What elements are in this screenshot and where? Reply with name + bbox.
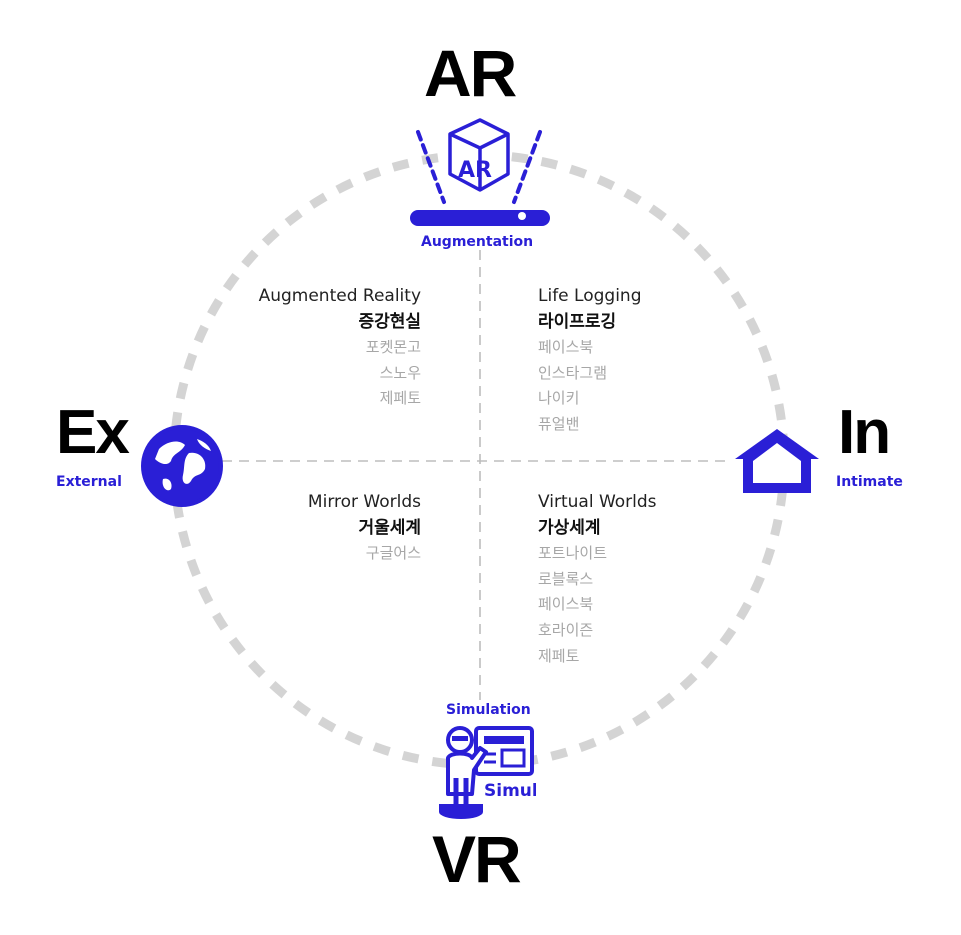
simulation-figure-icon: Simul. <box>439 726 536 819</box>
example-item: 스노우 <box>379 363 421 382</box>
example-item: 호라이즌 <box>538 620 594 639</box>
caption-intimate: Intimate <box>836 474 903 490</box>
quadrant-title-en: Mirror Worlds <box>307 492 421 512</box>
quadrant-life-logging: Life Logging 라이프로깅 페이스북 인스타그램 나이키 퓨얼밴 <box>538 284 642 438</box>
example-item: 나이키 <box>538 389 580 408</box>
ar-cube-icon: AR <box>410 118 550 226</box>
globe-icon <box>141 425 223 507</box>
axis-label-ar: AR <box>424 36 517 110</box>
simul-text: Simul. <box>484 781 536 801</box>
example-item: 로블록스 <box>538 569 594 588</box>
example-item: 제페토 <box>379 389 421 408</box>
example-item: 페이스북 <box>538 338 594 357</box>
example-item: 페이스북 <box>538 595 594 614</box>
axis-label-vr: VR <box>432 822 522 896</box>
ar-cube-text: AR <box>458 158 492 183</box>
caption-simulation: Simulation <box>446 702 531 718</box>
quadrant-augmented-reality: Augmented Reality 증강현실 포켓몬고 스노우 제페토 <box>259 284 421 412</box>
quadrant-title-ko: 거울세계 <box>358 517 421 538</box>
caption-augmentation: Augmentation <box>421 234 534 250</box>
quadrant-title-en: Virtual Worlds <box>538 492 657 512</box>
house-icon <box>735 429 819 493</box>
quadrant-title-ko: 라이프로깅 <box>538 311 617 332</box>
quadrant-title-ko: 가상세계 <box>538 517 601 538</box>
example-item: 포켓몬고 <box>365 338 421 357</box>
quadrant-title-en: Augmented Reality <box>258 286 421 306</box>
example-item: 구글어스 <box>365 544 421 563</box>
quadrant-virtual-worlds: Virtual Worlds 가상세계 포트나이트 로블록스 페이스북 호라이즌… <box>538 490 657 669</box>
axis-label-ex: Ex <box>56 398 130 467</box>
example-item: 인스타그램 <box>538 363 608 382</box>
example-item: 포트나이트 <box>538 544 608 563</box>
example-item: 퓨얼밴 <box>538 414 580 433</box>
axis-label-in: In <box>838 398 891 467</box>
example-item: 제페토 <box>538 646 580 665</box>
quadrant-title-en: Life Logging <box>538 286 642 306</box>
caption-external: External <box>56 474 122 490</box>
quadrant-title-ko: 증강현실 <box>358 311 421 332</box>
quadrant-mirror-worlds: Mirror Worlds 거울세계 구글어스 <box>308 490 421 567</box>
